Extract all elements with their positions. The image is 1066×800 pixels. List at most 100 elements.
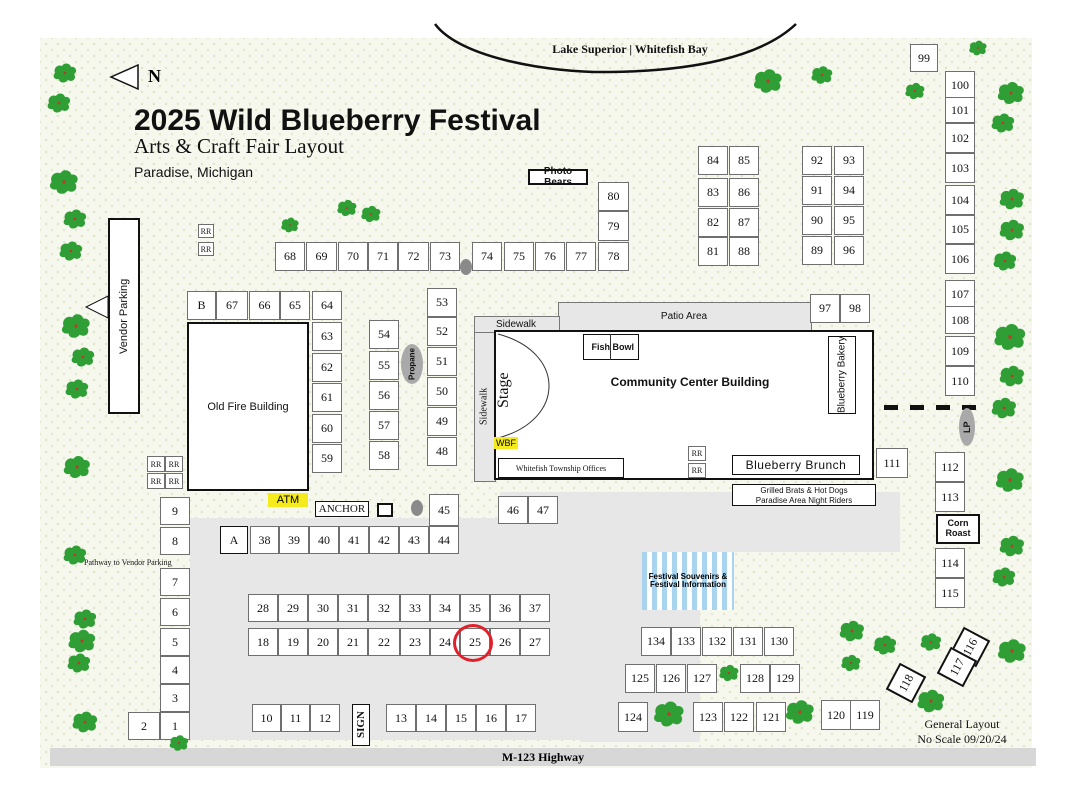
booth-98[interactable]: 98 xyxy=(840,294,870,323)
booth-52[interactable]: 52 xyxy=(427,317,457,346)
booth-86[interactable]: 86 xyxy=(729,178,759,207)
booth-96[interactable]: 96 xyxy=(834,236,864,265)
booth-69[interactable]: 69 xyxy=(306,242,337,271)
booth-93[interactable]: 93 xyxy=(834,146,864,175)
booth-64[interactable]: 64 xyxy=(312,291,342,320)
booth-65[interactable]: 65 xyxy=(280,291,310,320)
booth-104[interactable]: 104 xyxy=(945,185,975,215)
booth-17[interactable]: 17 xyxy=(506,704,536,732)
booth-18[interactable]: 18 xyxy=(248,628,278,656)
booth-114[interactable]: 114 xyxy=(935,548,965,578)
booth-40[interactable]: 40 xyxy=(309,526,339,554)
booth-115[interactable]: 115 xyxy=(935,578,965,608)
booth-58[interactable]: 58 xyxy=(369,441,399,470)
booth-57[interactable]: 57 xyxy=(369,411,399,440)
booth-38[interactable]: 38 xyxy=(250,526,279,554)
booth-47[interactable]: 47 xyxy=(528,496,558,524)
booth-128[interactable]: 128 xyxy=(740,664,770,693)
booth-107[interactable]: 107 xyxy=(945,280,975,308)
booth-4[interactable]: 4 xyxy=(160,656,190,684)
booth-11[interactable]: 11 xyxy=(281,704,310,732)
booth-27[interactable]: 27 xyxy=(520,628,550,656)
booth-119[interactable]: 119 xyxy=(850,700,880,730)
booth-67[interactable]: 67 xyxy=(216,291,248,320)
booth-103[interactable]: 103 xyxy=(945,153,975,183)
booth-80[interactable]: 80 xyxy=(598,182,629,211)
booth-59[interactable]: 59 xyxy=(312,444,342,473)
booth-82[interactable]: 82 xyxy=(698,208,728,237)
booth-83[interactable]: 83 xyxy=(698,178,728,207)
booth-36[interactable]: 36 xyxy=(490,594,520,622)
booth-2[interactable]: 2 xyxy=(128,712,160,740)
booth-134[interactable]: 134 xyxy=(641,627,671,656)
booth-68[interactable]: 68 xyxy=(275,242,305,271)
booth-81[interactable]: 81 xyxy=(698,237,728,266)
booth-42[interactable]: 42 xyxy=(369,526,399,554)
booth-35[interactable]: 35 xyxy=(460,594,490,622)
booth-106[interactable]: 106 xyxy=(945,244,975,274)
booth-6[interactable]: 6 xyxy=(160,598,190,626)
booth-12[interactable]: 12 xyxy=(310,704,340,732)
booth-14[interactable]: 14 xyxy=(416,704,446,732)
booth-A[interactable]: A xyxy=(220,526,248,554)
booth-133[interactable]: 133 xyxy=(671,627,701,656)
booth-95[interactable]: 95 xyxy=(834,206,864,235)
booth-31[interactable]: 31 xyxy=(338,594,368,622)
booth-51[interactable]: 51 xyxy=(427,347,457,376)
booth-B[interactable]: B xyxy=(187,291,216,320)
booth-10[interactable]: 10 xyxy=(252,704,281,732)
booth-3[interactable]: 3 xyxy=(160,684,190,712)
booth-75[interactable]: 75 xyxy=(504,242,534,271)
booth-78[interactable]: 78 xyxy=(598,242,629,271)
booth-19[interactable]: 19 xyxy=(278,628,308,656)
booth-13[interactable]: 13 xyxy=(386,704,416,732)
booth-62[interactable]: 62 xyxy=(312,353,342,382)
booth-88[interactable]: 88 xyxy=(729,237,759,266)
booth-97[interactable]: 97 xyxy=(810,294,840,323)
booth-127[interactable]: 127 xyxy=(687,664,717,693)
booth-54[interactable]: 54 xyxy=(369,320,399,349)
booth-73[interactable]: 73 xyxy=(430,242,460,271)
booth-30[interactable]: 30 xyxy=(308,594,338,622)
booth-84[interactable]: 84 xyxy=(698,146,728,175)
booth-130[interactable]: 130 xyxy=(764,627,794,656)
booth-121[interactable]: 121 xyxy=(756,702,786,732)
booth-70[interactable]: 70 xyxy=(338,242,368,271)
booth-109[interactable]: 109 xyxy=(945,336,975,366)
booth-120[interactable]: 120 xyxy=(821,700,851,730)
booth-15[interactable]: 15 xyxy=(446,704,476,732)
booth-66[interactable]: 66 xyxy=(249,291,280,320)
booth-92[interactable]: 92 xyxy=(802,146,832,175)
booth-39[interactable]: 39 xyxy=(279,526,309,554)
booth-85[interactable]: 85 xyxy=(729,146,759,175)
booth-87[interactable]: 87 xyxy=(729,208,759,237)
booth-99[interactable]: 99 xyxy=(910,44,938,72)
booth-72[interactable]: 72 xyxy=(398,242,429,271)
booth-108[interactable]: 108 xyxy=(945,306,975,334)
booth-26[interactable]: 26 xyxy=(490,628,520,656)
booth-7[interactable]: 7 xyxy=(160,568,190,596)
booth-34[interactable]: 34 xyxy=(430,594,460,622)
booth-71[interactable]: 71 xyxy=(368,242,398,271)
booth-79[interactable]: 79 xyxy=(598,211,629,241)
booth-45[interactable]: 45 xyxy=(429,494,459,526)
booth-111[interactable]: 111 xyxy=(876,448,908,478)
booth-33[interactable]: 33 xyxy=(400,594,430,622)
booth-20[interactable]: 20 xyxy=(308,628,338,656)
booth-43[interactable]: 43 xyxy=(399,526,429,554)
booth-131[interactable]: 131 xyxy=(733,627,763,656)
booth-100[interactable]: 100 xyxy=(945,71,975,99)
booth-41[interactable]: 41 xyxy=(339,526,369,554)
booth-48[interactable]: 48 xyxy=(427,437,457,466)
booth-29[interactable]: 29 xyxy=(278,594,308,622)
booth-8[interactable]: 8 xyxy=(160,527,190,555)
booth-37[interactable]: 37 xyxy=(520,594,550,622)
booth-124[interactable]: 124 xyxy=(618,702,648,732)
booth-32[interactable]: 32 xyxy=(368,594,400,622)
booth-21[interactable]: 21 xyxy=(338,628,368,656)
booth-49[interactable]: 49 xyxy=(427,407,457,436)
booth-129[interactable]: 129 xyxy=(770,664,800,693)
booth-16[interactable]: 16 xyxy=(476,704,506,732)
booth-76[interactable]: 76 xyxy=(535,242,565,271)
booth-28[interactable]: 28 xyxy=(248,594,278,622)
